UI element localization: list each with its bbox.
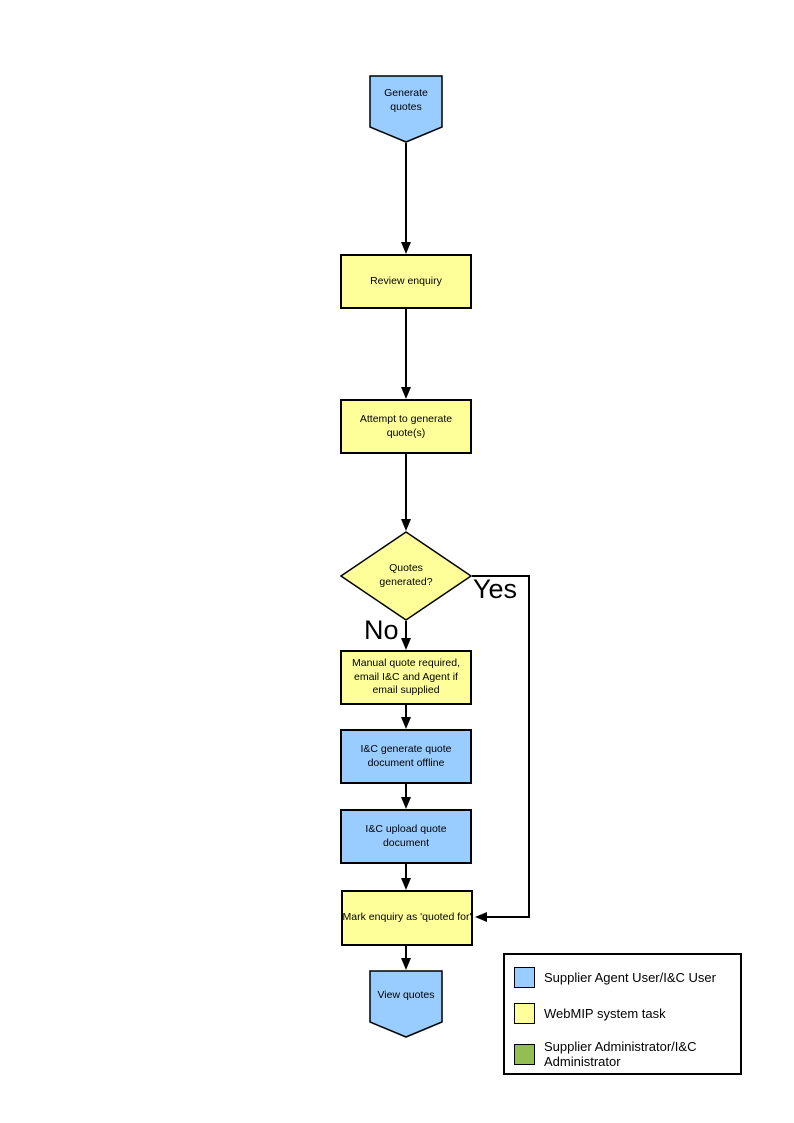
- yes-line-vertical: [528, 575, 530, 918]
- node-label-quotes-generated: Quotes generated?: [379, 562, 433, 588]
- arrow-head-down-icon: [401, 638, 411, 650]
- node-mark-enquiry-quoted: Mark enquiry as 'quoted for': [341, 890, 473, 946]
- branch-label-yes: Yes: [473, 574, 518, 604]
- arrow-mark-to-end: [401, 946, 411, 970]
- node-review-enquiry: Review enquiry: [340, 254, 472, 309]
- arrow-line: [405, 143, 407, 243]
- node-label-generate-quotes: Generate quotes: [384, 87, 428, 113]
- node-label-review-enquiry: Review enquiry: [370, 274, 442, 287]
- node-label-view-quotes: View quotes: [377, 989, 435, 1002]
- node-label-ic-generate-offline: I&C generate quote document offline: [360, 742, 452, 769]
- arrow-review-to-attempt: [401, 309, 411, 399]
- arrow-head-down-icon: [401, 958, 411, 970]
- legend-item-supplier-agent-user: Supplier Agent User/I&C User: [514, 967, 734, 988]
- arrow-head-down-icon: [401, 878, 411, 890]
- arrow-head-down-icon: [401, 242, 411, 254]
- legend-swatch-blue: [514, 967, 535, 988]
- arrow-decision-to-manual: [401, 621, 411, 650]
- node-ic-generate-offline: I&C generate quote document offline: [340, 729, 472, 784]
- arrow-line: [405, 784, 407, 798]
- arrow-upload-to-mark: [401, 864, 411, 890]
- legend-item-supplier-administrator: Supplier Administrator/I&C Administrator: [514, 1039, 734, 1070]
- node-label-mark-enquiry: Mark enquiry as 'quoted for': [342, 911, 472, 924]
- arrow-head-down-icon: [401, 519, 411, 531]
- arrow-attempt-to-decision: [401, 454, 411, 531]
- node-attempt-generate: Attempt to generate quote(s): [340, 399, 472, 454]
- yes-line-horizontal-bottom: [487, 916, 530, 918]
- legend-swatch-yellow: [514, 1003, 535, 1024]
- legend-swatch-green: [514, 1043, 535, 1065]
- arrow-line: [405, 454, 407, 520]
- arrow-line: [405, 621, 407, 639]
- branch-label-no: No: [364, 615, 399, 645]
- node-label-attempt-generate: Attempt to generate quote(s): [359, 412, 453, 439]
- diamond-shape: [340, 531, 472, 621]
- legend-item-webmip-system-task: WebMIP system task: [514, 1003, 734, 1024]
- node-label-ic-upload-quote: I&C upload quote document: [365, 822, 447, 849]
- arrow-line: [405, 946, 407, 959]
- legend-box: Supplier Agent User/I&C User WebMIP syst…: [503, 953, 742, 1075]
- node-ic-upload-quote: I&C upload quote document: [340, 809, 472, 864]
- arrow-line: [405, 705, 407, 718]
- pentagon-shape: [369, 75, 443, 143]
- arrow-offline-to-upload: [401, 784, 411, 809]
- legend-label: Supplier Agent User/I&C User: [544, 969, 716, 985]
- arrow-head-down-icon: [401, 797, 411, 809]
- arrow-head-down-icon: [401, 387, 411, 399]
- node-label-manual-quote: Manual quote required, email I&C and Age…: [352, 657, 460, 697]
- arrow-manual-to-offline: [401, 705, 411, 729]
- node-manual-quote-required: Manual quote required, email I&C and Age…: [340, 650, 472, 705]
- yes-line-horizontal-top: [472, 575, 530, 577]
- pentagon-shape: [369, 970, 443, 1038]
- arrow-line: [405, 864, 407, 879]
- node-quotes-generated-decision: Quotes generated?: [340, 531, 472, 621]
- node-view-quotes: View quotes: [369, 970, 443, 1038]
- legend-label: WebMIP system task: [544, 1005, 666, 1021]
- arrow-start-to-review: [401, 143, 411, 254]
- arrow-head-down-icon: [401, 717, 411, 729]
- node-generate-quotes: Generate quotes: [369, 75, 443, 143]
- arrow-head-left-icon: [475, 912, 487, 922]
- legend-label: Supplier Administrator/I&C Administrator: [544, 1039, 697, 1070]
- arrow-line: [405, 309, 407, 388]
